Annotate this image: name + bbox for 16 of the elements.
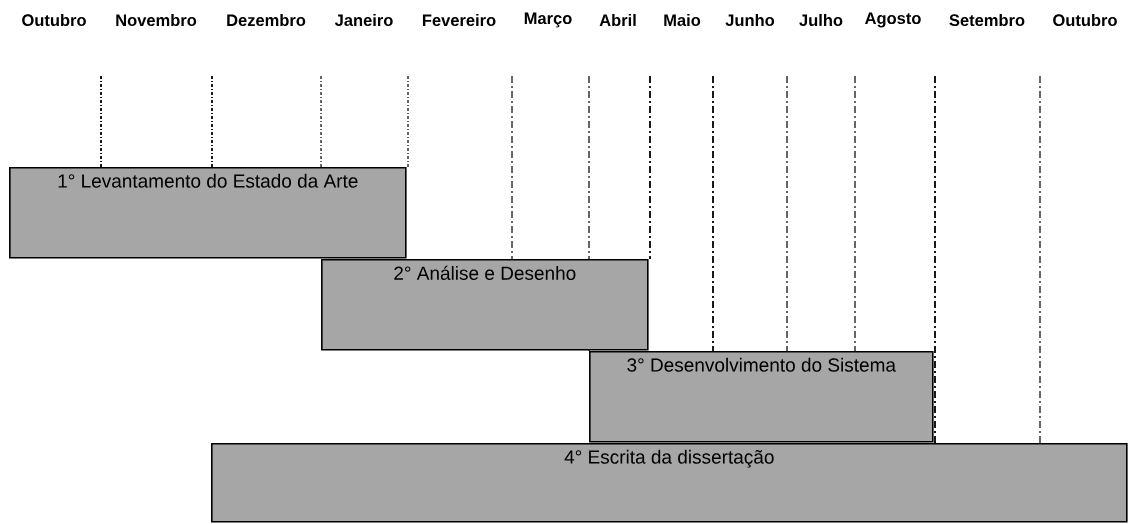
month-label: Julho (799, 13, 843, 27)
task-bar: 2° Análise e Desenho (321, 259, 649, 351)
month-label: Setembro (949, 13, 1025, 27)
month-label: Janeiro (334, 13, 393, 27)
month-label: Agosto (865, 12, 921, 28)
month-label: Maio (664, 13, 701, 27)
task-bar: 3° Desenvolvimento do Sistema (589, 351, 934, 443)
month-label: Outubro (1053, 13, 1117, 27)
month-label: Dezembro (227, 13, 306, 27)
month-label: Outubro (22, 13, 86, 27)
month-label: Novembro (116, 13, 197, 27)
task-bar: 1° Levantamento do Estado da Arte (9, 167, 407, 259)
month-label: Abril (599, 13, 636, 27)
month-label: Março (524, 12, 572, 28)
month-label: Fevereiro (422, 13, 496, 27)
month-label: Junho (725, 13, 775, 27)
